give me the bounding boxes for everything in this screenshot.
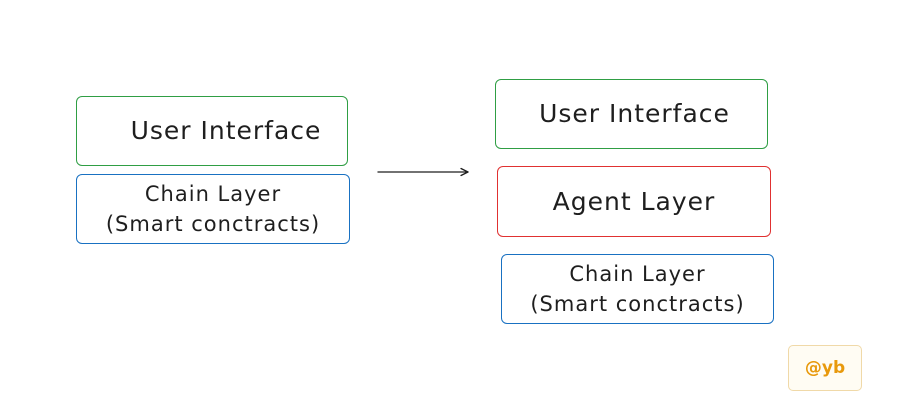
agent-layer-box: Agent Layer [497, 166, 771, 237]
chain-layer-sublabel: (Smart conctracts) [530, 292, 745, 316]
chain-layer-box-before: Chain Layer (Smart conctracts) [76, 174, 350, 244]
arrow-head [460, 167, 469, 177]
user-interface-label: User Interface [539, 99, 730, 128]
user-interface-box-before: User Interface [76, 96, 348, 166]
user-interface-label: User Interface [130, 116, 322, 145]
author-watermark: @yb [788, 345, 862, 391]
chain-layer-box-after: Chain Layer (Smart conctracts) [501, 254, 774, 324]
user-interface-box-after: User Interface [495, 79, 768, 149]
transition-arrow [377, 167, 469, 177]
chain-layer-label: Chain Layer [144, 182, 282, 206]
chain-layer-sublabel: (Smart conctracts) [105, 212, 321, 236]
chain-layer-label: Chain Layer [569, 262, 706, 286]
agent-layer-label: Agent Layer [552, 186, 716, 216]
